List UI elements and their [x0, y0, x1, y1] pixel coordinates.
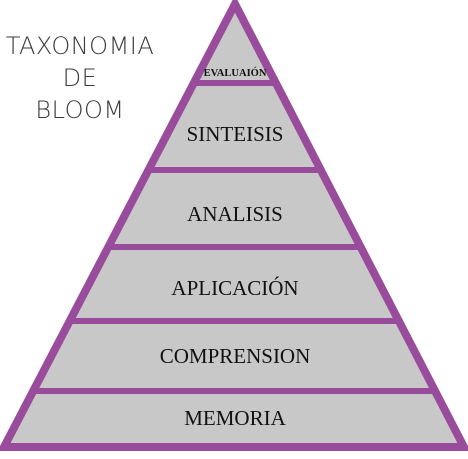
- level-label-4: APLICACIÓN: [171, 276, 298, 300]
- level-label-5: COMPRENSION: [160, 344, 311, 368]
- level-label-3: ANALISIS: [187, 202, 283, 226]
- level-label-2: SINTEISIS: [187, 122, 284, 146]
- title-line-2: DE: [62, 64, 98, 92]
- title-line-3: BLOOM: [35, 96, 125, 124]
- pyramid-fill: [4, 4, 464, 447]
- diagram-title: TAXONOMIA DE BLOOM: [0, 30, 160, 126]
- level-dividers: [33, 80, 436, 394]
- level-label-6: MEMORIA: [184, 406, 286, 430]
- title-line-1: TAXONOMIA: [5, 32, 155, 60]
- level-labels: EVALUAIÓN SINTEISIS ANALISIS APLICACIÓN COMP…: [160, 67, 311, 430]
- level-label-1: EVALUAIÓN: [204, 67, 267, 79]
